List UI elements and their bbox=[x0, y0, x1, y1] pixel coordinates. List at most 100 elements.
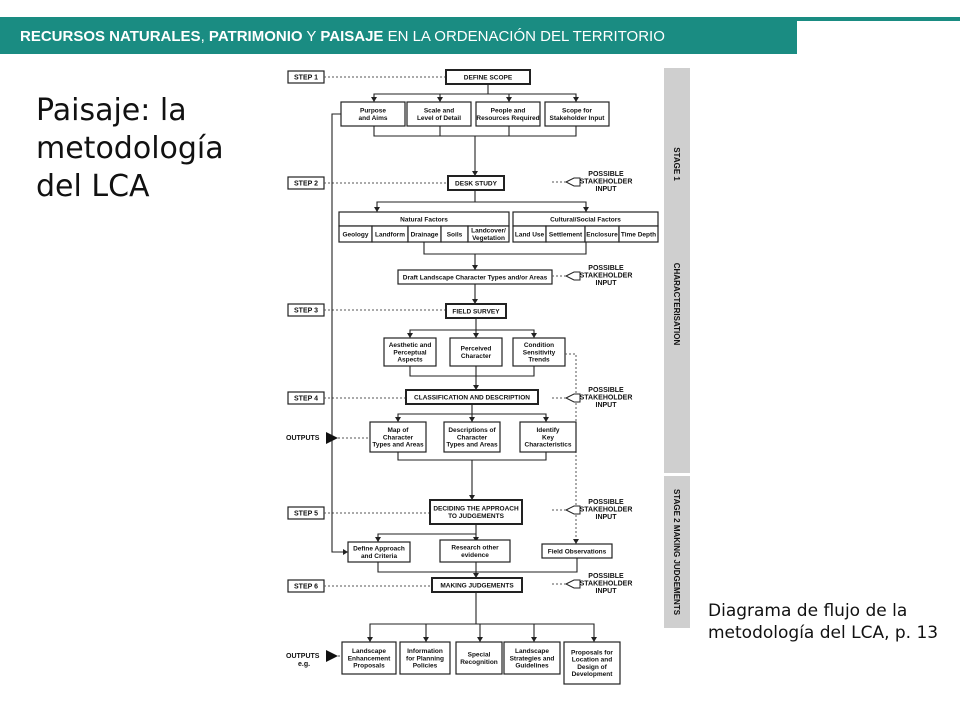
hand-pointer-icon bbox=[564, 177, 581, 187]
stage-2-bar bbox=[664, 476, 690, 628]
possible-stakeholder-input-1: POSSIBLE bbox=[588, 171, 624, 178]
natural-item-1-label: Geology bbox=[342, 231, 368, 238]
connector-line bbox=[373, 84, 489, 102]
final-output-3 bbox=[455, 641, 503, 675]
classification-item-1-label: Map of bbox=[388, 427, 410, 434]
header-text-4: Y bbox=[302, 28, 321, 45]
arrow-head bbox=[583, 207, 589, 212]
possible-stakeholder-input-1: STAKEHOLDER bbox=[580, 179, 633, 186]
arrow-head bbox=[472, 171, 478, 176]
final-output-1-label: Enhancement bbox=[348, 655, 391, 662]
final-output-5-label: Location and bbox=[572, 657, 612, 664]
classification-item-2-label: Types and Areas bbox=[446, 442, 498, 449]
cultural-item-1-label: Land Use bbox=[515, 231, 545, 238]
arrow-head bbox=[473, 385, 479, 390]
header-text-3: PATRIMONIO bbox=[208, 28, 303, 45]
final-output-2-label: Policies bbox=[413, 663, 438, 670]
possible-stakeholder-input-5: POSSIBLE bbox=[588, 573, 624, 580]
define-scope-box-label: DEFINE SCOPE bbox=[464, 74, 513, 81]
step-4-label-label: STEP 4 bbox=[294, 395, 318, 402]
approach-item-2-label: Research other bbox=[451, 545, 499, 552]
classification-item-1-label: Character bbox=[383, 434, 414, 441]
cultural-item-2-label: Settlement bbox=[549, 231, 583, 238]
cultural-factors-box-label: Cultural/Social Factors bbox=[550, 216, 621, 223]
outputs-arrow-1 bbox=[326, 432, 338, 444]
possible-stakeholder-input-2: INPUT bbox=[596, 280, 618, 287]
possible-stakeholder-input-5: STAKEHOLDER bbox=[580, 581, 633, 588]
desk-study-box bbox=[447, 175, 505, 191]
outputs-eg-label: e.g. bbox=[298, 661, 310, 668]
condition-link bbox=[565, 353, 577, 544]
possible-stakeholder-input-4: INPUT bbox=[596, 514, 618, 521]
cultural-item-4 bbox=[618, 225, 659, 243]
natural-item-4-label: Soils bbox=[447, 231, 463, 238]
outputs-label-2: OUTPUTS bbox=[286, 653, 320, 660]
final-output-3-label: Recognition bbox=[460, 659, 498, 666]
page-title: Paisaje: la metodología del LCA bbox=[36, 93, 224, 204]
arrow-head bbox=[477, 637, 483, 642]
connector-line bbox=[397, 404, 473, 422]
classification-box-label: CLASSIFICATION AND DESCRIPTION bbox=[414, 394, 530, 401]
connector-line bbox=[331, 113, 348, 553]
outputs-arrow-2 bbox=[326, 650, 338, 662]
making-judgements-box bbox=[431, 577, 523, 593]
natural-item-2-label: Landform bbox=[375, 231, 405, 238]
final-output-3-label: Special bbox=[468, 652, 491, 659]
arrow-head bbox=[371, 97, 377, 102]
outputs-label-1: OUTPUTS bbox=[286, 435, 320, 442]
natural-factors-box-label: Natural Factors bbox=[400, 216, 448, 223]
arrow-head bbox=[469, 495, 475, 500]
approach-item-1-label: Define Approach bbox=[353, 546, 405, 553]
final-output-1-label: Landscape bbox=[352, 648, 386, 655]
arrow-head bbox=[473, 573, 479, 578]
step-1-label-label: STEP 1 bbox=[294, 74, 318, 81]
final-output-4-label: Strategies and bbox=[510, 655, 555, 662]
connector-line bbox=[377, 558, 578, 573]
arrow-head bbox=[573, 97, 579, 102]
scope-item-3 bbox=[475, 101, 541, 127]
arrow-head bbox=[375, 537, 381, 542]
connector-line bbox=[377, 524, 477, 542]
final-output-2-label: Information bbox=[407, 648, 443, 655]
deciding-approach-box-label: TO JUDGEMENTS bbox=[448, 513, 505, 520]
stage-2-label: STAGE 2 MAKING JUDGEMENTS bbox=[672, 489, 681, 616]
cultural-item-3-label: Enclosure bbox=[586, 231, 618, 238]
approach-item-2 bbox=[439, 539, 511, 563]
header-text-2: , bbox=[200, 28, 209, 45]
scope-item-4 bbox=[544, 101, 610, 127]
hand-pointer-icon bbox=[564, 505, 581, 515]
classification-item-3-label: Characteristics bbox=[525, 442, 572, 449]
header-text-1: RECURSOS NATURALES bbox=[20, 28, 201, 45]
connector-line bbox=[423, 242, 587, 255]
natural-item-3-label: Drainage bbox=[411, 231, 439, 238]
classification-item-2-label: Descriptions of bbox=[448, 427, 496, 434]
approach-item-2-label: evidence bbox=[461, 552, 489, 559]
hand-pointer-icon bbox=[564, 393, 581, 403]
classification-item-3-label: Identify bbox=[536, 427, 559, 434]
final-output-4-label: Landscape bbox=[515, 648, 549, 655]
possible-stakeholder-input-1: INPUT bbox=[596, 186, 618, 193]
arrow-head bbox=[506, 97, 512, 102]
scope-item-1-label: and Aims bbox=[358, 115, 387, 122]
final-output-5 bbox=[563, 641, 621, 685]
survey-item-2-label: Perceived bbox=[461, 346, 492, 353]
making-judgements-box-label: MAKING JUDGEMENTS bbox=[440, 582, 514, 589]
scope-item-2-label: Level of Detail bbox=[417, 115, 461, 122]
arrow-head bbox=[469, 417, 475, 422]
connector-line bbox=[370, 623, 595, 642]
connector-line bbox=[376, 190, 476, 212]
final-output-5-label: Proposals for bbox=[571, 650, 613, 657]
approach-item-1-label: and Criteria bbox=[361, 553, 398, 560]
arrow-head bbox=[531, 333, 537, 338]
natural-item-5 bbox=[467, 225, 510, 243]
step-5-label-label: STEP 5 bbox=[294, 510, 318, 517]
survey-item-1-label: Aspects bbox=[397, 357, 423, 364]
stage-1-label: STAGE 1 bbox=[672, 147, 681, 181]
connector-line bbox=[488, 93, 577, 102]
header-text-6: EN LA ORDENACIÓN DEL TERRITORIO bbox=[383, 28, 665, 45]
step-6-label-label: STEP 6 bbox=[294, 583, 318, 590]
arrow-head bbox=[367, 637, 373, 642]
survey-item-3-label: Sensitivity bbox=[523, 349, 556, 356]
arrow-head bbox=[543, 417, 549, 422]
